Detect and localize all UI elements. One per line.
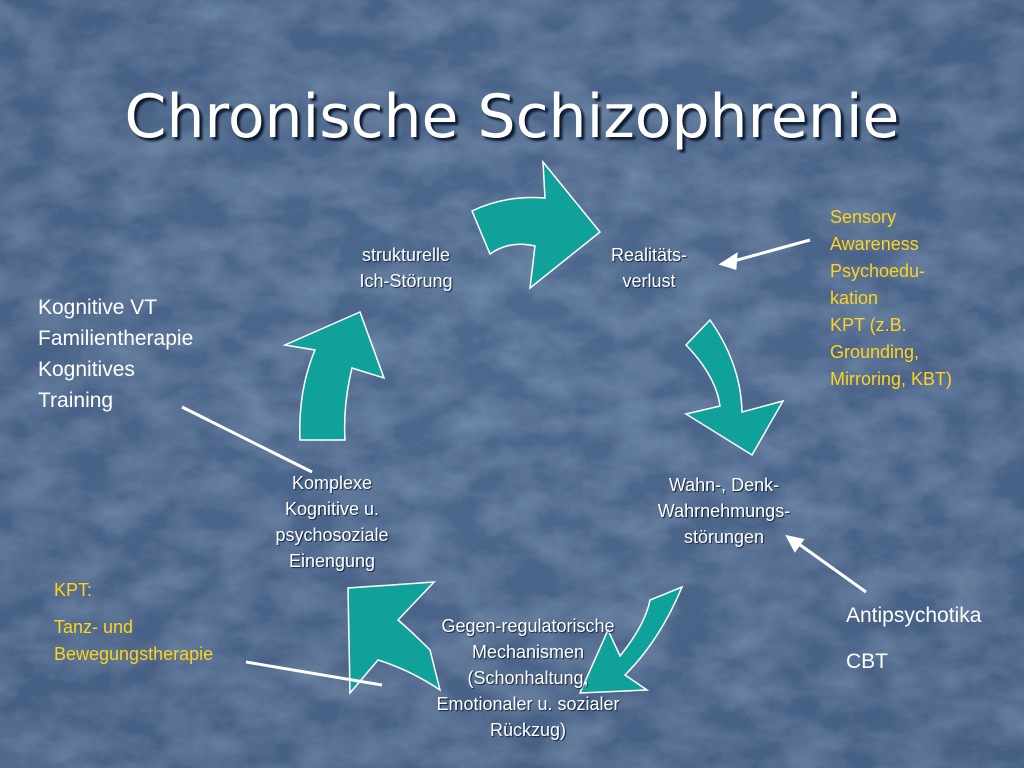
annotation-line: KPT (z.B. xyxy=(830,315,907,335)
node-ich-stoerung: strukturelle Ich-Störung xyxy=(336,242,476,294)
annotation-line: Awareness xyxy=(830,234,919,254)
node-wahn: Wahn-, Denk- Wahrnehmungs- störungen xyxy=(636,472,812,550)
node-line: psychosoziale xyxy=(275,525,389,545)
pointer-arrowhead-antipsychotika xyxy=(785,534,805,553)
annotation-line: Sensory xyxy=(830,207,897,227)
pointer-line-sensory xyxy=(729,238,811,264)
node-line: Mechanismen xyxy=(471,642,585,662)
node-line: Emotionaler u. sozialer xyxy=(436,694,620,714)
annotation-line: CBT xyxy=(846,650,888,673)
annotation-line: Training xyxy=(38,389,114,412)
pointer-arrowhead-sensory xyxy=(718,252,738,270)
node-gegenregulation: Gegen-regulatorische Mechanismen (Schonh… xyxy=(404,613,652,743)
annotation-line: kation xyxy=(830,288,879,308)
node-line: Wahn-, Denk- xyxy=(668,475,780,495)
node-line: verlust xyxy=(622,271,676,291)
annotation-line: Kognitives xyxy=(38,358,135,381)
pointer-line-antipsychotika xyxy=(795,540,867,594)
annotation-line: Mirroring, KBT) xyxy=(830,369,953,389)
cycle-arrow-top xyxy=(471,159,602,290)
annotation-line: Psychoedu- xyxy=(830,261,926,281)
slide-title: Chronische Schizophrenie xyxy=(124,82,900,152)
annotation-kognitive: Kognitive VT Familientherapie Kognitives… xyxy=(38,292,193,416)
pointer-line-kognitive xyxy=(181,405,313,474)
annotation-sensory: Sensory Awareness Psychoedu- kation KPT … xyxy=(830,204,952,393)
cycle-arrow-right xyxy=(684,318,785,457)
annotation-kpt: KPT: Tanz- und Bewegungstherapie xyxy=(54,577,213,668)
node-line: Ich-Störung xyxy=(359,271,453,291)
node-line: Realitäts- xyxy=(610,245,688,265)
cycle-arrow-bottom-left xyxy=(347,581,442,695)
annotation-line: Bewegungstherapie xyxy=(54,644,214,664)
pointer-line-kpt xyxy=(245,660,383,687)
node-realitaetsverlust: Realitäts- verlust xyxy=(584,242,714,294)
node-line: Komplexe xyxy=(291,473,373,493)
node-line: Wahrnehmungs- xyxy=(657,501,791,521)
annotation-line: KPT: xyxy=(54,580,93,600)
node-line: Kognitive u. xyxy=(284,499,380,519)
cycle-arrow-left xyxy=(282,310,386,441)
node-line: strukturelle xyxy=(361,245,451,265)
node-line: Rückzug) xyxy=(489,720,567,740)
annotation-line: Tanz- und xyxy=(54,617,134,637)
node-line: Gegen-regulatorische xyxy=(441,616,615,636)
node-einengung: Komplexe Kognitive u. psychosoziale Eine… xyxy=(250,470,414,574)
annotation-line: Kognitive VT xyxy=(38,296,158,319)
annotation-line: Grounding, xyxy=(830,342,920,362)
annotation-line: Familientherapie xyxy=(38,327,194,350)
node-line: (Schonhaltung, xyxy=(467,668,589,688)
node-line: störungen xyxy=(683,527,765,547)
cycle-arrow-bottom-right xyxy=(578,585,684,694)
annotation-antipsychotika: Antipsychotika CBT xyxy=(846,593,981,685)
annotation-line: Antipsychotika xyxy=(846,604,982,627)
node-line: Einengung xyxy=(288,551,376,571)
